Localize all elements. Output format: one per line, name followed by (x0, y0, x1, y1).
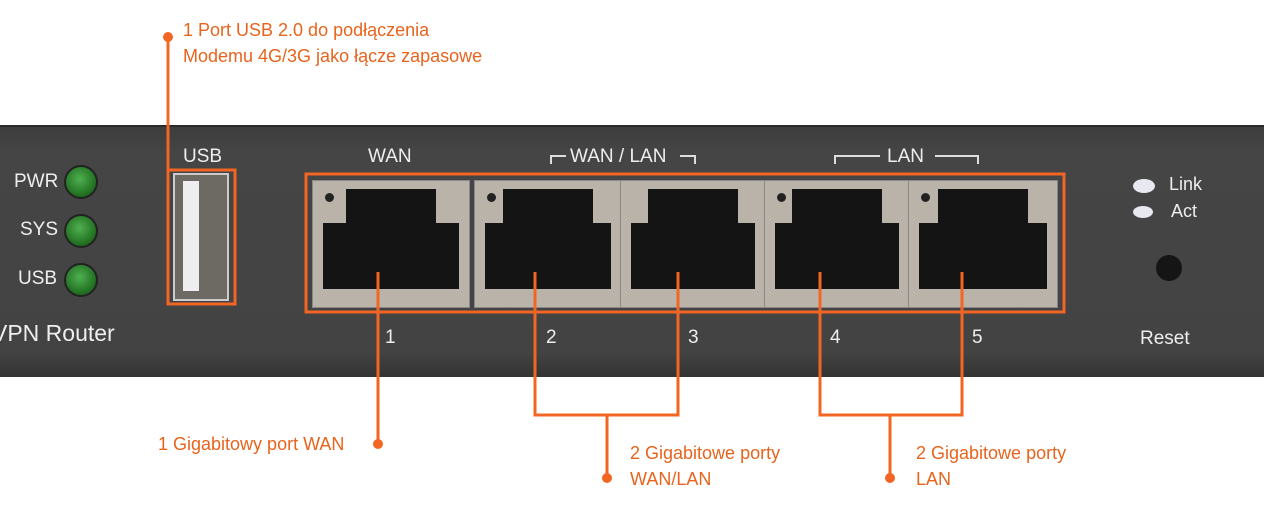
port-number-5: 5 (972, 327, 983, 348)
port-5 (908, 180, 1058, 308)
legend-act: Act (1171, 201, 1198, 221)
annotation-usb-line2: Modemu 4G/3G jako łącze zapasowe (183, 46, 483, 66)
usb-led-icon (64, 263, 98, 297)
model-text: VPN Router (0, 320, 115, 346)
annotation-wanlan-line2: WAN/LAN (630, 469, 712, 489)
pwr-led-icon (64, 165, 98, 199)
sys-led-icon (64, 214, 98, 248)
port-number-3: 3 (688, 327, 699, 348)
wanlan-label: WAN / LAN (570, 146, 667, 167)
usb-port-label: USB (183, 146, 223, 167)
annotation-wanlan-line1: 2 Gigabitowe porty (630, 443, 781, 463)
port-number-1: 1 (385, 327, 396, 348)
led-label-usb: USB (18, 268, 58, 289)
port-1-wan (312, 180, 470, 308)
legend-link: Link (1169, 174, 1203, 194)
annotation-lan: 2 Gigabitowe porty LAN (916, 440, 1066, 492)
port-number-2: 2 (546, 327, 557, 348)
reset-button[interactable] (1156, 255, 1182, 281)
lan-label: LAN (887, 146, 924, 167)
annotation-wanlan: 2 Gigabitowe porty WAN/LAN (630, 440, 780, 492)
annotation-lan-line1: 2 Gigabitowe porty (916, 443, 1067, 463)
port-3 (620, 180, 766, 308)
port-number-4: 4 (830, 327, 841, 348)
annotation-lan-line2: LAN (916, 469, 952, 489)
annotation-usb-line1: 1 Port USB 2.0 do podłączenia (183, 20, 430, 40)
usb-port (173, 173, 229, 301)
wan-label: WAN (368, 146, 412, 167)
port-4 (764, 180, 910, 308)
link-icon (1133, 179, 1155, 193)
annotation-wan: 1 Gigabitowy port WAN (158, 434, 345, 454)
act-icon (1133, 206, 1153, 218)
annotation-usb: 1 Port USB 2.0 do podłączenia Modemu 4G/… (183, 17, 482, 69)
port-2 (474, 180, 622, 308)
led-label-sys: SYS (20, 219, 59, 240)
reset-label: Reset (1140, 328, 1190, 349)
led-label-pwr: PWR (14, 171, 59, 192)
